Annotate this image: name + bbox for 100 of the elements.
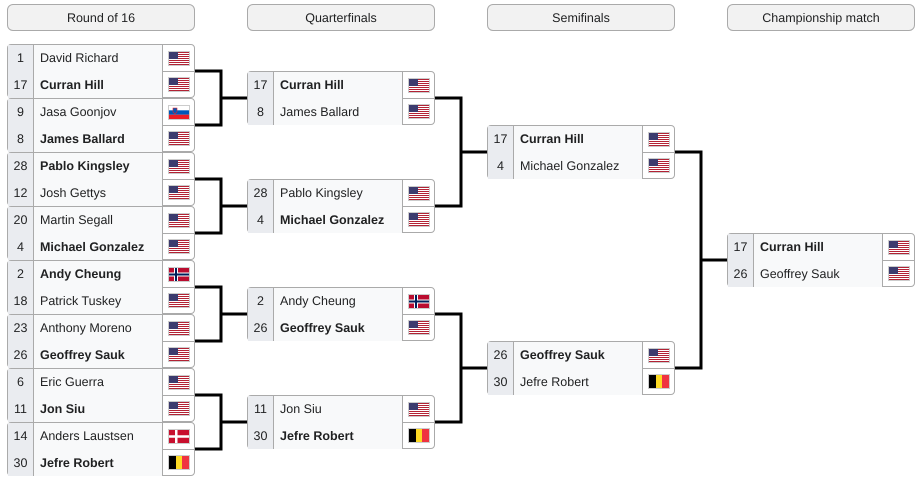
player-row (8, 261, 194, 288)
seed-number: 12 (8, 179, 34, 206)
seed-number: 2 (8, 261, 34, 287)
player-name: James Ballard (274, 98, 403, 125)
seed-number: 4 (248, 206, 274, 233)
player-name: Curran Hill (754, 234, 883, 260)
player-name: Patrick Tuskey (34, 287, 163, 314)
round-header: Quarterfinals (247, 4, 435, 31)
seed-number: 28 (248, 180, 274, 206)
player-name: Curran Hill (34, 71, 163, 98)
match-box (7, 44, 195, 98)
round-header: Championship match (727, 4, 915, 31)
player-name: Jefre Robert (274, 422, 403, 449)
seed-number: 18 (8, 287, 34, 314)
bracket-connector (195, 204, 247, 234)
player-name: Josh Gettys (34, 179, 163, 206)
seed-number: 17 (728, 234, 754, 260)
player-name: Jon Siu (34, 395, 163, 422)
player-row (248, 180, 434, 207)
seed-number: 6 (8, 369, 34, 395)
seed-number: 17 (248, 72, 274, 98)
seed-number: 1 (8, 45, 34, 71)
player-name: Jefre Robert (34, 449, 163, 476)
player-name: Geoffrey Sauk (274, 314, 403, 341)
seed-number: 17 (8, 71, 34, 98)
round-header: Round of 16 (7, 4, 195, 31)
player-row (8, 45, 194, 72)
player-row (728, 234, 914, 261)
seed-number: 23 (8, 315, 34, 341)
player-name: Jefre Robert (514, 368, 643, 395)
player-name: Michael Gonzalez (274, 206, 403, 233)
player-row (488, 126, 674, 153)
seed-number: 14 (8, 423, 34, 449)
seed-number: 11 (248, 396, 274, 422)
player-row (8, 315, 194, 342)
bracket-connector (435, 150, 487, 208)
seed-number: 26 (8, 341, 34, 368)
player-name: Martin Segall (34, 207, 163, 233)
match-box (7, 314, 195, 368)
player-name: Geoffrey Sauk (34, 341, 163, 368)
bracket-connector (675, 258, 727, 370)
player-name: Pablo Kingsley (274, 180, 403, 206)
seed-number: 20 (8, 207, 34, 233)
seed-number: 4 (8, 233, 34, 260)
seed-number: 26 (248, 314, 274, 341)
player-name: Geoffrey Sauk (514, 342, 643, 368)
player-name: Michael Gonzalez (514, 152, 643, 179)
match-box (7, 422, 195, 476)
bracket-connector (195, 312, 247, 342)
match-box (7, 368, 195, 422)
match-box (7, 98, 195, 152)
player-row (8, 207, 194, 234)
seed-number: 9 (8, 99, 34, 125)
bracket-connector (195, 96, 247, 126)
round-header: Semifinals (487, 4, 675, 31)
seed-number: 4 (488, 152, 514, 179)
player-name: Jon Siu (274, 396, 403, 422)
player-name: Jasa Goonjov (34, 99, 163, 125)
player-name: Michael Gonzalez (34, 233, 163, 260)
player-name: Eric Guerra (34, 369, 163, 395)
match-box (7, 260, 195, 314)
player-name: James Ballard (34, 125, 163, 152)
seed-number: 11 (8, 395, 34, 422)
seed-number: 2 (248, 288, 274, 314)
player-name: Geoffrey Sauk (754, 260, 883, 287)
player-name: Andy Cheung (34, 261, 163, 287)
player-row (248, 396, 434, 423)
match-box (247, 287, 435, 341)
seed-number: 28 (8, 153, 34, 179)
player-row (248, 72, 434, 99)
bracket-connector (195, 420, 247, 450)
player-name: Curran Hill (274, 72, 403, 98)
bracket-connector (435, 366, 487, 424)
seed-number: 30 (8, 449, 34, 476)
seed-number: 26 (488, 342, 514, 368)
player-name: Curran Hill (514, 126, 643, 152)
player-name: Pablo Kingsley (34, 153, 163, 179)
match-box (247, 179, 435, 233)
match-box (727, 233, 915, 287)
match-box (7, 206, 195, 260)
seed-number: 30 (488, 368, 514, 395)
seed-number: 26 (728, 260, 754, 287)
player-row (248, 288, 434, 315)
match-box (247, 395, 435, 449)
match-box (7, 152, 195, 206)
match-box (247, 71, 435, 125)
seed-number: 8 (8, 125, 34, 152)
player-name: Anders Laustsen (34, 423, 163, 449)
seed-number: 8 (248, 98, 274, 125)
match-box (487, 125, 675, 179)
player-name: David Richard (34, 45, 163, 71)
player-row (8, 369, 194, 396)
player-name: Andy Cheung (274, 288, 403, 314)
player-row (8, 423, 194, 450)
seed-number: 17 (488, 126, 514, 152)
seed-number: 30 (248, 422, 274, 449)
player-row (8, 153, 194, 180)
player-row (8, 99, 194, 126)
match-box (487, 341, 675, 395)
player-name: Anthony Moreno (34, 315, 163, 341)
